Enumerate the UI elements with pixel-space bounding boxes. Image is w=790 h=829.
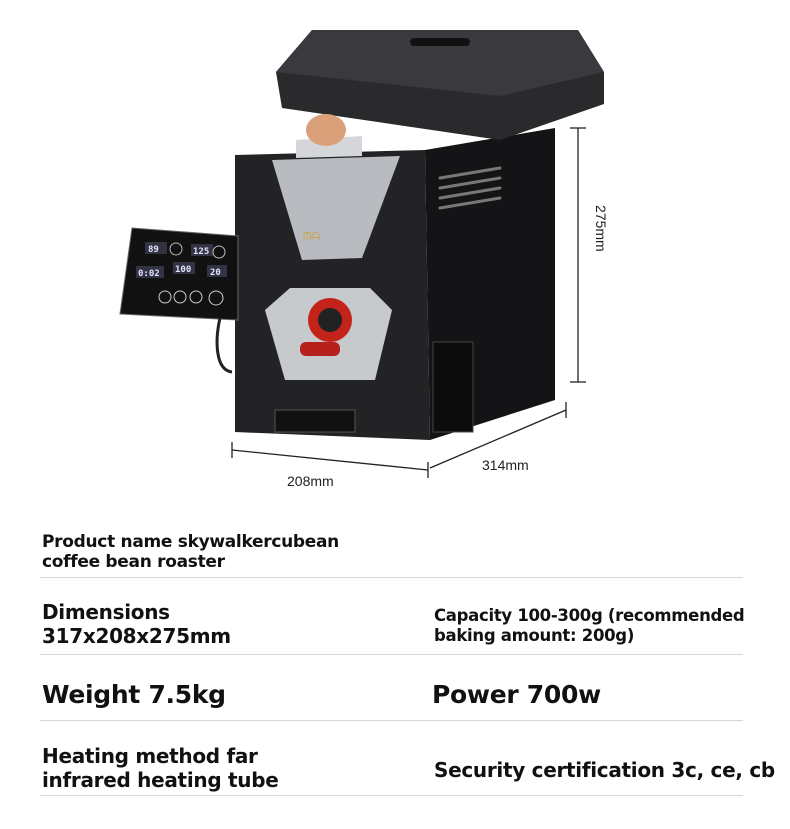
display-4: 100 [175,265,191,275]
capacity-spec: Capacity 100-300g (recommended baking am… [434,606,745,646]
power-spec: Power 700w [432,680,601,709]
display-5: 20 [210,268,221,278]
width-dimension-label: 208mm [287,473,334,489]
panel-button-icon [169,242,183,256]
dimension-lines [231,127,586,478]
display-2-screen [191,244,213,256]
power-button-icon [208,290,224,306]
panel-button-icon [173,290,187,304]
panel-buttons [158,290,224,306]
divider [40,795,743,796]
display-1: 89 [148,245,159,255]
power-cable [215,317,233,374]
divider [40,654,743,655]
capacity-line2: baking amount: 200g) [434,625,635,645]
hopper-knob [306,114,346,146]
heating-line2: infrared heating tube [42,768,279,792]
weight-spec: Weight 7.5kg [42,680,226,709]
heating-method-spec: Heating method far infrared heating tube [42,744,279,792]
panel-button-icon [158,290,172,304]
dimensions-line2: 317x208x275mm [42,624,231,648]
product-name-line2: coffee bean roaster [42,552,225,573]
height-dimension-label: 275mm [593,205,609,252]
bean-chute [300,342,340,356]
drum-center [318,308,342,332]
display-4-screen [173,262,195,274]
capacity-line1: Capacity 100-300g (recommended [434,606,745,625]
divider [40,577,743,578]
bean-hopper [272,156,400,260]
panel-button-icon [212,245,226,259]
side-grille [432,341,474,433]
coffee-roaster-illustration: ᗰᗩ 89 125 0:02 100 20 275mm 314mm 208mm [119,30,609,489]
brand-logo: ᗰᗩ [303,230,320,243]
dimensions-spec: Dimensions 317x208x275mm [42,600,231,648]
side-vents [438,166,502,210]
depth-dimension-label: 314mm [482,457,529,473]
display-3-screen [136,266,164,278]
display-2: 125 [193,247,209,257]
display-3: 0:02 [138,269,160,279]
display-5-screen [207,265,227,277]
panel-button-icon [189,290,203,304]
divider [40,720,743,721]
roaster-lid-top [276,30,604,96]
lid-slot [410,38,470,46]
security-certification-spec: Security certification 3c, ce, cb [434,758,775,782]
heating-line1: Heating method far [42,744,258,768]
chaff-tray [274,409,356,433]
product-name-spec: Product name skywalkercubean coffee bean… [42,532,339,573]
product-name-line1: Product name skywalkercubean [42,532,339,552]
display-1-screen [145,242,167,254]
dimensions-line1: Dimensions [42,600,170,624]
